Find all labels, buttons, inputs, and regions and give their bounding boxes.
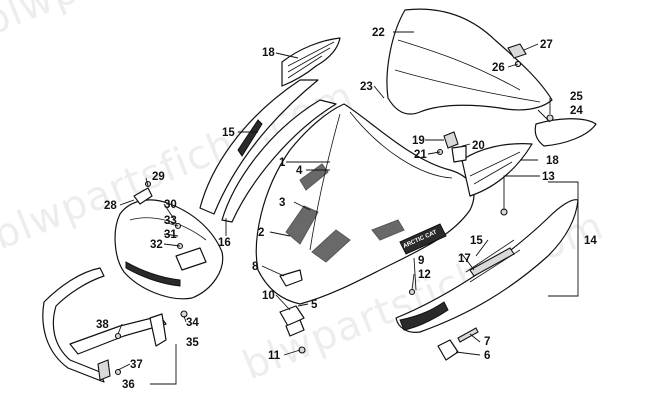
hood-latch	[279, 305, 306, 354]
callout-11: 11	[268, 350, 281, 362]
callout-18-top: 18	[262, 47, 275, 59]
callout-14: 14	[584, 235, 597, 247]
callout-5: 5	[311, 299, 318, 311]
callout-13: 13	[542, 171, 555, 183]
fastener-12	[408, 288, 416, 296]
lower-side-panel	[395, 199, 579, 333]
lower-bracket	[437, 327, 479, 361]
callout-26: 26	[492, 62, 505, 74]
callout-15: 15	[222, 127, 235, 139]
nose-cone	[114, 180, 224, 318]
mirror	[534, 114, 597, 147]
side-trim-panel	[199, 79, 337, 223]
callout-18-right: 18	[546, 155, 559, 167]
callout-35: 35	[186, 337, 199, 349]
callout-34: 34	[186, 317, 199, 329]
watermark-top: blwpartsfiche.com	[0, 0, 350, 45]
bracket-19-20	[436, 131, 467, 163]
callout-29: 29	[152, 171, 165, 183]
callout-3: 3	[279, 197, 285, 209]
callout-37: 37	[130, 359, 143, 371]
callout-23: 23	[360, 81, 373, 93]
upper-vent	[281, 37, 341, 87]
callout-6: 6	[484, 350, 490, 362]
callout-labels: 1 2 3 4 5 6 7 8 9 10 11 12 13 14 15 16 1…	[96, 27, 597, 391]
callout-25: 25	[570, 91, 583, 103]
callout-7: 7	[484, 336, 490, 348]
callout-4: 4	[296, 165, 303, 177]
callout-28: 28	[104, 200, 117, 212]
callout-22: 22	[372, 27, 385, 39]
leader-lines	[117, 31, 579, 385]
callout-16: 16	[218, 237, 231, 249]
callout-21: 21	[414, 149, 427, 161]
callout-10: 10	[262, 290, 275, 302]
callout-30: 30	[164, 199, 177, 211]
callout-33: 33	[164, 215, 177, 227]
callout-1: 1	[279, 157, 286, 169]
callout-31: 31	[164, 229, 177, 241]
callout-12: 12	[418, 269, 431, 281]
callout-20: 20	[472, 140, 485, 152]
windshield	[386, 8, 553, 115]
callout-32: 32	[150, 239, 163, 251]
callout-24: 24	[570, 105, 583, 117]
callout-27: 27	[540, 39, 553, 51]
callout-15-lower: 15	[470, 235, 483, 247]
callout-19: 19	[412, 135, 425, 147]
callout-36: 36	[122, 379, 135, 391]
callout-8: 8	[252, 261, 259, 273]
side-grille-right	[461, 143, 533, 197]
callout-9: 9	[418, 255, 424, 267]
callout-2: 2	[258, 227, 264, 239]
callout-38: 38	[96, 319, 109, 331]
windshield-clip	[507, 43, 527, 68]
front-bumper	[42, 267, 167, 383]
callout-17: 17	[458, 253, 471, 265]
hood-assembly: ARCTIC CAT	[255, 103, 475, 305]
